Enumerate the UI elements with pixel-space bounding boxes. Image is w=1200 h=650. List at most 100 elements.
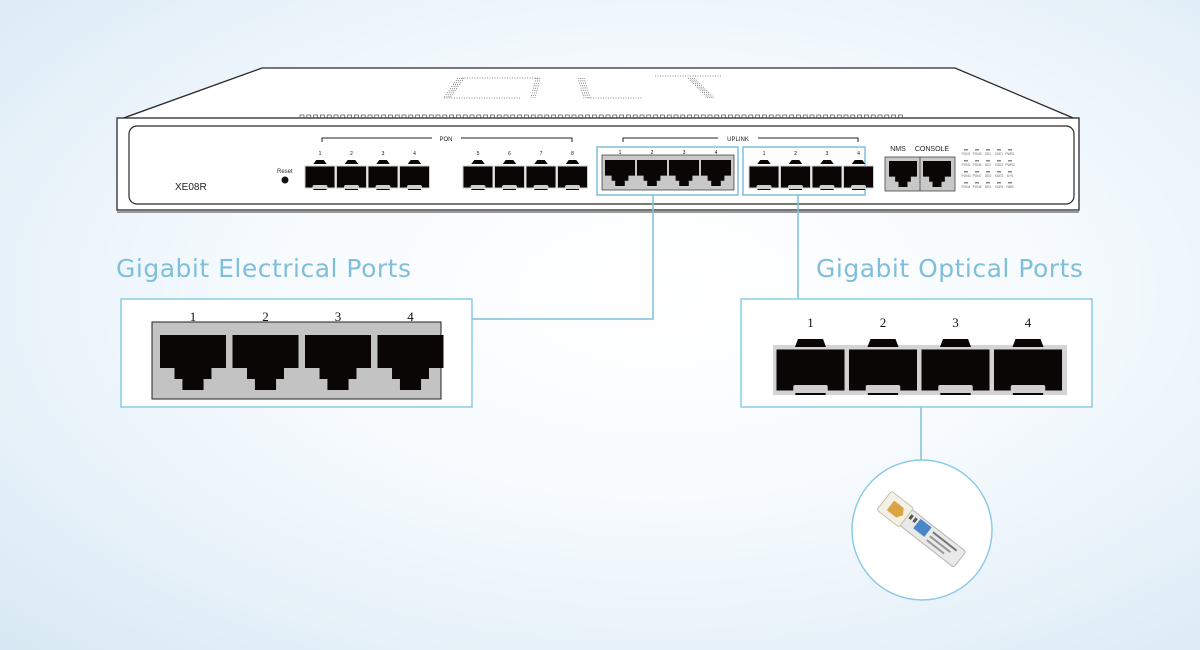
latch-tab — [788, 160, 803, 164]
uplink-electrical-port-3[interactable]: 3 — [669, 150, 699, 186]
optical-port-3[interactable]: 3 — [920, 315, 991, 395]
led-indicator — [964, 182, 968, 184]
port-number: 3 — [826, 151, 829, 157]
led-indicator — [964, 149, 968, 151]
optical-callout-ports: 1 2 3 4 — [775, 315, 1063, 395]
port-number: 2 — [794, 151, 797, 157]
led-indicator — [986, 149, 990, 151]
led-label: XGE4 — [995, 185, 1004, 189]
nms-label: NMS — [890, 146, 906, 153]
port-number: 1 — [190, 309, 197, 324]
led-label: PON7 — [973, 174, 982, 178]
port-number: 1 — [807, 315, 814, 330]
cage-bottom-latch — [865, 385, 901, 393]
led-indicator — [964, 160, 968, 162]
led-indicator — [1008, 160, 1012, 162]
port-number: 5 — [477, 151, 480, 157]
led-indicator — [1008, 171, 1012, 173]
sfp-cage — [811, 165, 843, 189]
optical-port-1[interactable]: 1 — [775, 315, 846, 395]
led-label: XGE2 — [995, 163, 1004, 167]
port-number: 4 — [413, 151, 416, 157]
uplink-optical-port-1[interactable]: 1 — [748, 151, 780, 190]
uplink-electrical-port-4[interactable]: 4 — [701, 150, 731, 186]
led-indicator — [997, 149, 1001, 151]
port-number: 1 — [763, 151, 766, 157]
sfp-cage — [494, 165, 525, 189]
latch-tab — [344, 160, 359, 164]
port-number: 2 — [651, 150, 654, 156]
uplink-optical-ports: 1 2 3 4 — [748, 151, 874, 190]
sfp-cage — [993, 348, 1063, 392]
rj45-socket — [669, 160, 699, 186]
latch-tab — [867, 339, 899, 347]
port-number: 2 — [350, 151, 353, 157]
connector-lines — [472, 195, 922, 460]
sfp-cage — [462, 165, 494, 189]
port-number: 3 — [335, 309, 342, 324]
latch-tab — [376, 160, 390, 164]
pon-port-6[interactable]: 6 — [494, 151, 525, 190]
led-label: PON5 — [973, 152, 982, 156]
uplink-electrical-port-1[interactable]: 1 — [605, 150, 635, 186]
uplink-electrical-highlight — [596, 146, 739, 196]
sfp-cage — [336, 165, 367, 189]
pon-port-2[interactable]: 2 — [336, 151, 367, 190]
led-indicator — [997, 182, 1001, 184]
optical-port-2[interactable]: 2 — [848, 315, 918, 395]
port-number: 3 — [952, 315, 959, 330]
led-label: GE1 — [985, 152, 992, 156]
cage-bottom-latch — [502, 185, 517, 189]
latch-tab — [565, 160, 580, 164]
led-label: PON2 — [962, 163, 971, 167]
cage-bottom-latch — [851, 185, 866, 189]
sfp-cage — [525, 165, 557, 189]
pon-port-8[interactable]: 8 — [557, 151, 588, 190]
port-number: 3 — [382, 151, 385, 157]
pon-port-7[interactable]: 7 — [525, 151, 557, 190]
electrical-port-4[interactable]: 4 — [377, 309, 444, 390]
led-indicator — [997, 171, 1001, 173]
rj45-socket — [637, 160, 667, 186]
olt-logo-vents — [443, 75, 722, 99]
cage-bottom-latch — [375, 185, 391, 189]
pon-port-4[interactable]: 4 — [399, 151, 430, 190]
nms-port[interactable] — [889, 161, 917, 187]
cage-bottom-latch — [788, 185, 803, 189]
sfp-cage — [399, 165, 430, 189]
uplink-optical-port-4[interactable]: 4 — [843, 151, 874, 190]
console-port[interactable] — [923, 161, 951, 187]
electrical-port-3[interactable]: 3 — [305, 309, 371, 390]
reset-label: Reset — [277, 169, 293, 175]
rj45-socket — [377, 335, 444, 390]
led-indicator — [975, 171, 979, 173]
uplink-electrical-port-2[interactable]: 2 — [637, 150, 667, 186]
rj45-socket — [605, 160, 635, 186]
optical-port-4[interactable]: 4 — [993, 315, 1063, 395]
cage-bottom-latch — [533, 185, 549, 189]
port-number: 4 — [407, 309, 414, 324]
latch-tab — [794, 339, 827, 347]
led-label: GE3 — [985, 174, 992, 178]
electrical-port-2[interactable]: 2 — [232, 309, 299, 390]
electrical-callout-ports: 1 2 3 4 — [160, 309, 444, 390]
mgmt-ports — [889, 161, 951, 187]
led-indicator — [986, 160, 990, 162]
led-label: PON8 — [973, 185, 982, 189]
electrical-port-1[interactable]: 1 — [160, 309, 226, 390]
pon-port-3[interactable]: 3 — [367, 151, 399, 190]
cage-bottom-latch — [819, 185, 835, 189]
pon-port-1[interactable]: 1 — [304, 151, 336, 190]
reset-button[interactable] — [281, 176, 289, 184]
sfp-cage — [557, 165, 588, 189]
led-label: PON6 — [973, 163, 982, 167]
sfp-cage — [843, 165, 874, 189]
uplink-optical-port-3[interactable]: 3 — [811, 151, 843, 190]
led-indicator — [975, 149, 979, 151]
pon-port-5[interactable]: 5 — [462, 151, 494, 190]
uplink-optical-port-2[interactable]: 2 — [780, 151, 811, 190]
latch-tab — [757, 160, 771, 164]
rj45-socket — [305, 335, 371, 390]
